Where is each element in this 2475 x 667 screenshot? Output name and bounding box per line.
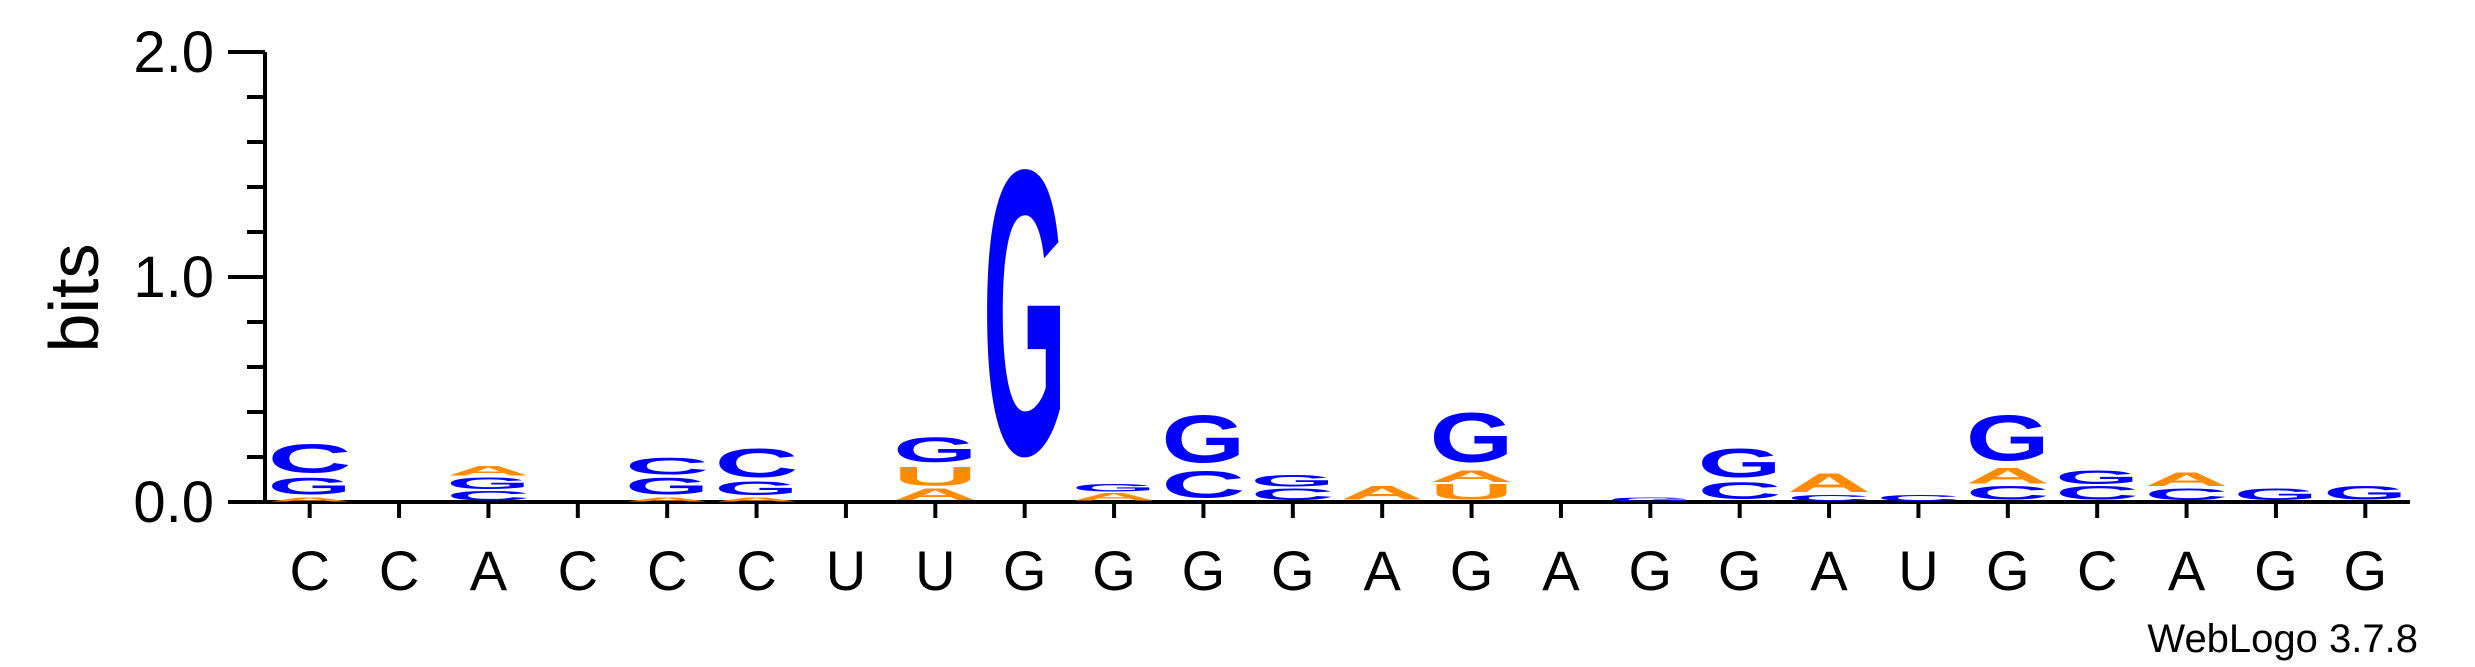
logo-letter-c: C	[446, 488, 530, 503]
logo-letter-g: G	[625, 472, 709, 499]
x-tick-label: G	[1450, 539, 1494, 602]
y-tick-label: 1.0	[133, 245, 214, 310]
x-tick-label: G	[2254, 539, 2298, 602]
x-tick-label: G	[1718, 539, 1762, 602]
logo-letter-c: C	[1966, 483, 2050, 504]
logo-letter-g: G	[2234, 486, 2318, 504]
x-tick-label: G	[1003, 539, 1047, 602]
logo-letter-g: G	[268, 472, 352, 499]
weblogo-credit: WebLogo 3.7.8	[2147, 617, 2418, 661]
logo-letter-c: C	[1251, 485, 1335, 503]
logo-letter-a: A	[1966, 464, 2050, 488]
y-tick-label: 2.0	[133, 20, 214, 85]
x-tick-label: G	[2344, 539, 2388, 602]
logo-letter-g: G	[1966, 401, 2050, 474]
logo-letter-c: C	[1698, 477, 1782, 504]
logo-letter-g: G	[1161, 401, 1245, 477]
logo-letter-c: C	[2055, 483, 2139, 504]
logo-letter-a: A	[446, 463, 530, 478]
logo-letter-g: G	[1430, 399, 1514, 478]
logo-letter-a: A	[1787, 468, 1871, 498]
logo-letter-u: U	[893, 461, 977, 491]
logo-letter-a: A	[1340, 483, 1424, 504]
x-tick-label: A	[2168, 539, 2206, 602]
logo-letter-c: C	[1787, 494, 1871, 503]
logo-letter-g: G	[2055, 467, 2139, 488]
logo-letter-a: A	[893, 485, 977, 503]
logo-letter-g: G	[446, 474, 530, 492]
x-tick-label: A	[1364, 539, 1402, 602]
x-tick-label: G	[1092, 539, 1136, 602]
logo-letter-g: G	[1608, 497, 1692, 503]
x-tick-label: C	[736, 539, 776, 602]
logo-letter-u: U	[1430, 480, 1514, 504]
logo-letter-c: C	[1876, 494, 1960, 503]
x-tick-label: U	[915, 539, 955, 602]
logo-letter-c: C	[2145, 485, 2229, 503]
logo-letter-a: A	[1072, 491, 1156, 503]
logo-letter-g: G	[715, 478, 799, 499]
logo-letter-c: C	[268, 436, 352, 481]
x-tick-label: C	[558, 539, 598, 602]
logo-letter-a: A	[268, 496, 352, 502]
x-tick-label: C	[647, 539, 687, 602]
x-tick-label: A	[1542, 539, 1580, 602]
x-tick-label: A	[1810, 539, 1848, 602]
x-tick-label: U	[826, 539, 866, 602]
logo-letter-a: A	[2145, 469, 2229, 490]
logo-letter-g: G	[2323, 483, 2407, 504]
logo-letter-g: G	[1698, 440, 1782, 485]
logo-letter-c: C	[715, 440, 799, 485]
logo-letter-g: G	[1072, 482, 1156, 494]
logo-letter-c: C	[625, 452, 709, 479]
logo-letter-a: A	[715, 496, 799, 502]
x-tick-label: C	[2077, 539, 2117, 602]
x-tick-label: G	[1182, 539, 1226, 602]
logo-letter-a: A	[1430, 467, 1514, 485]
logo-letter-g: G	[1251, 472, 1335, 490]
y-tick-label: 0.0	[133, 470, 214, 535]
logo-letter-a: A	[625, 496, 709, 502]
x-tick-label: G	[1629, 539, 1673, 602]
x-tick-label: G	[1271, 539, 1315, 602]
x-tick-label: A	[470, 539, 508, 602]
x-tick-label: C	[289, 539, 329, 602]
logo-letter-g: G	[983, 86, 1067, 541]
y-axis-label: bits	[35, 244, 113, 353]
x-tick-label: U	[1898, 539, 1938, 602]
x-tick-label: G	[1986, 539, 2030, 602]
logo-letter-g: G	[893, 430, 977, 470]
logo-letter-c: C	[1161, 464, 1245, 506]
x-tick-label: C	[379, 539, 419, 602]
